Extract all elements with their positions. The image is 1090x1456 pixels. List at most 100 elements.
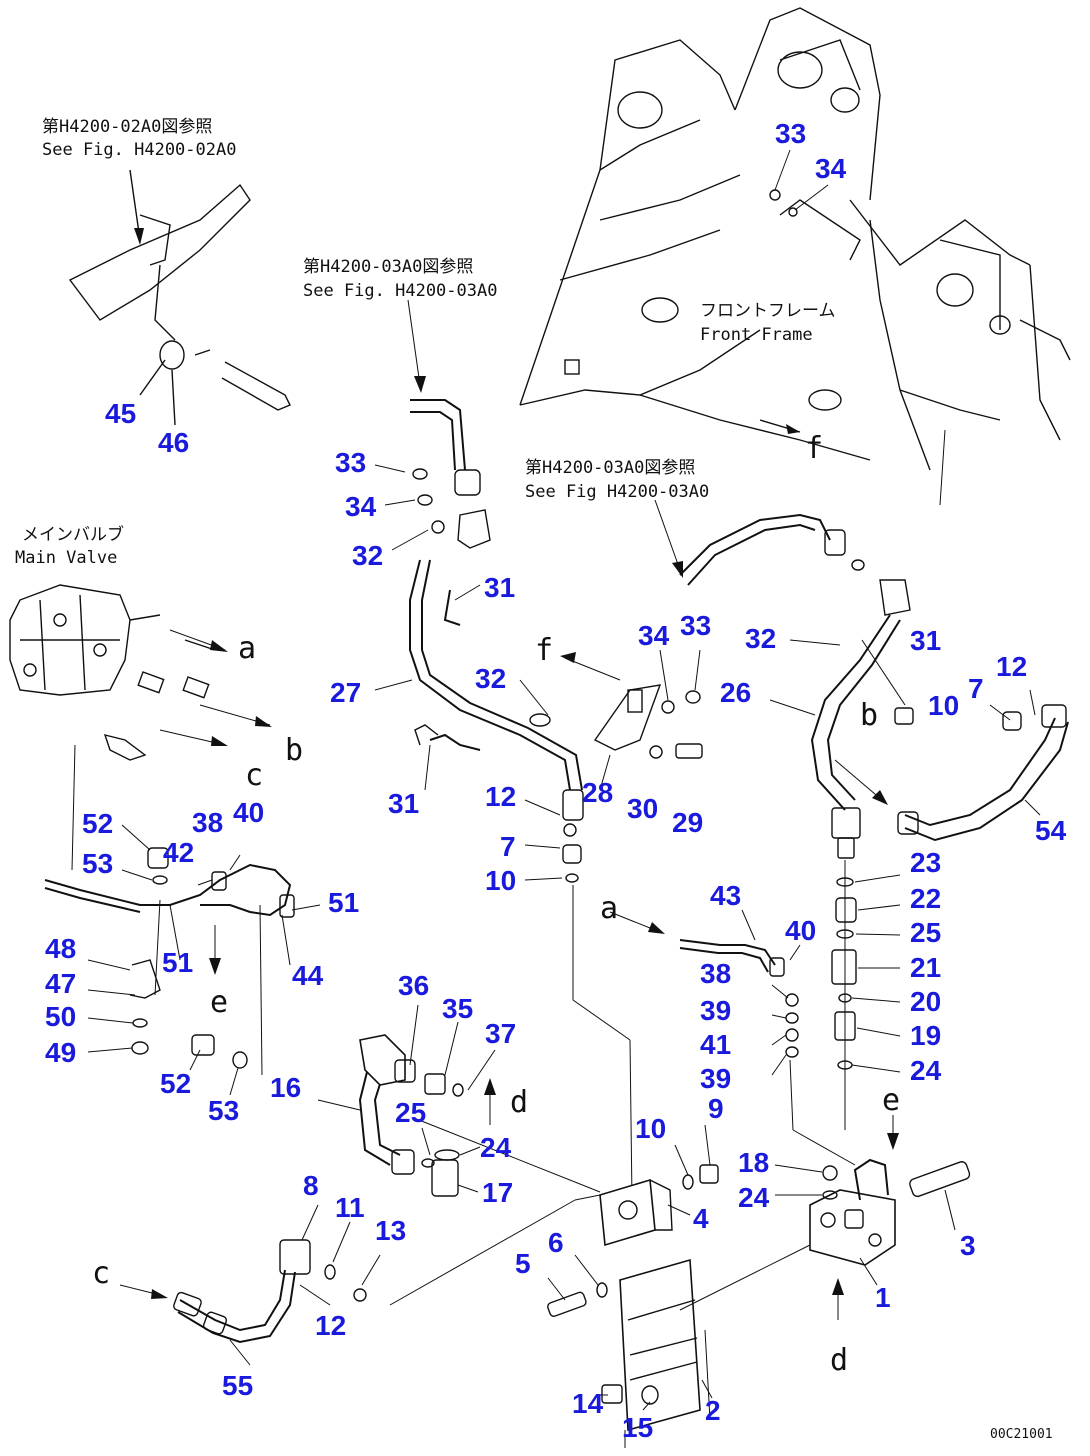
front-frame-drawing xyxy=(519,7,1071,471)
part-number: 31 xyxy=(910,625,941,656)
part-number: 12 xyxy=(996,651,1027,682)
part-number: 6 xyxy=(548,1227,564,1258)
connection-letter-f-mid: f xyxy=(535,633,553,668)
part-number: 40 xyxy=(785,915,816,946)
part-number: 39 xyxy=(700,1063,731,1094)
main-valve-drawing xyxy=(9,584,272,871)
part-number: 51 xyxy=(328,887,359,918)
part-number: 8 xyxy=(303,1170,319,1201)
part-number: 24 xyxy=(480,1132,512,1163)
part-number: 32 xyxy=(475,663,506,694)
main-valve-label-jp: メインバルブ xyxy=(22,524,124,545)
part-number: 22 xyxy=(910,883,941,914)
part-number: 25 xyxy=(910,917,941,948)
part-number: 26 xyxy=(720,677,751,708)
right-valve-assembly-drawing xyxy=(809,1115,971,1320)
part-number: 20 xyxy=(910,986,941,1017)
part-number: 39 xyxy=(700,995,731,1026)
ref-h4200-02a0-en: See Fig. H4200-02A0 xyxy=(42,140,236,160)
main-valve-label-en: Main Valve xyxy=(15,548,117,568)
hose-16-drawing xyxy=(358,1034,601,1197)
connection-letter-a-mid: a xyxy=(600,891,618,926)
reference-labels: 第H4200-02A0図参照 See Fig. H4200-02A0 第H420… xyxy=(15,117,1053,1442)
part-number: 49 xyxy=(45,1037,76,1068)
part-number: 38 xyxy=(192,807,223,838)
part-number: 24 xyxy=(738,1182,770,1213)
part-number: 12 xyxy=(315,1310,346,1341)
ref-h4200-03a0-upper-jp: 第H4200-03A0図参照 xyxy=(303,257,473,277)
part-number: 10 xyxy=(635,1113,666,1144)
drawing-code: 00C21001 xyxy=(990,1427,1053,1442)
part-number: 54 xyxy=(1035,815,1067,846)
part-number: 2 xyxy=(705,1395,721,1426)
part-number: 34 xyxy=(638,620,670,651)
part-number: 44 xyxy=(292,960,324,991)
part-number: 18 xyxy=(738,1147,769,1178)
part-number: 46 xyxy=(158,427,189,458)
part-number: 32 xyxy=(352,540,383,571)
part-number: 37 xyxy=(485,1018,516,1049)
part-number: 36 xyxy=(398,970,429,1001)
ref-h4200-03a0-upper-en: See Fig. H4200-03A0 xyxy=(303,281,497,301)
connection-letter-c-main: c xyxy=(245,758,263,793)
part-number: 19 xyxy=(910,1020,941,1051)
part-numbers: 4 5 46 33 34 33 34 32 31 27 32 31 12 2 8 7… xyxy=(45,118,1067,1443)
part-number: 33 xyxy=(335,447,366,478)
front-frame-label-jp: フロントフレーム xyxy=(700,301,836,321)
part-number: 5 xyxy=(515,1248,531,1279)
right-fitting-stack-drawing xyxy=(831,877,857,1070)
part-number: 12 xyxy=(485,781,516,812)
leader-lines xyxy=(87,149,1041,1411)
right-hose-assembly-drawing xyxy=(679,429,1069,1130)
connection-letter-d-bottom: d xyxy=(830,1343,848,1378)
part-number: 31 xyxy=(388,788,419,819)
part-number: 23 xyxy=(910,847,941,878)
part-number: 29 xyxy=(672,807,703,838)
part-number: 31 xyxy=(484,572,515,603)
part-number: 42 xyxy=(163,837,194,868)
part-number: 48 xyxy=(45,933,76,964)
connection-letter-b-right: b xyxy=(860,698,878,733)
part-number: 32 xyxy=(745,623,776,654)
bottom-block-assembly-drawing xyxy=(389,1164,811,1448)
connection-letter-f-top: f xyxy=(805,431,823,466)
part-number: 41 xyxy=(700,1029,731,1060)
part-number: 34 xyxy=(345,491,377,522)
part-number: 21 xyxy=(910,952,941,983)
connection-letter-b-main: b xyxy=(285,733,303,768)
mid-bracket-drawing xyxy=(529,652,703,759)
part-number: 7 xyxy=(968,673,984,704)
part-number: 10 xyxy=(485,865,516,896)
ref-h4200-02a0-jp: 第H4200-02A0図参照 xyxy=(42,117,212,137)
part-number: 55 xyxy=(222,1370,253,1401)
part-number: 27 xyxy=(330,677,361,708)
ref-h4200-03a0-right-en: See Fig H4200-03A0 xyxy=(525,482,709,502)
part-number: 43 xyxy=(710,880,741,911)
part-number: 52 xyxy=(160,1068,191,1099)
connection-letter-e-right: e xyxy=(882,1083,900,1118)
bracket-assembly-drawing xyxy=(68,169,291,426)
center-hose-assembly-drawing xyxy=(409,399,633,1201)
connection-letter-a-main: a xyxy=(238,631,256,666)
part-number: 15 xyxy=(622,1412,653,1443)
connection-letter-e-left: e xyxy=(210,985,228,1020)
part-number: 17 xyxy=(482,1177,513,1208)
part-number: 47 xyxy=(45,968,76,999)
part-number: 33 xyxy=(775,118,806,149)
part-number: 9 xyxy=(708,1093,724,1124)
left-pipe-assembly-drawing xyxy=(44,847,295,1076)
part-number: 52 xyxy=(82,808,113,839)
part-number: 4 xyxy=(693,1203,709,1234)
part-number: 24 xyxy=(910,1055,942,1086)
part-number: 51 xyxy=(162,947,193,978)
front-frame-label-en: Front Frame xyxy=(700,325,813,345)
part-number: 33 xyxy=(680,610,711,641)
ref-h4200-03a0-right-jp: 第H4200-03A0図参照 xyxy=(525,458,695,478)
part-number: 50 xyxy=(45,1001,76,1032)
connection-letters: a b c e a b c d d e f f xyxy=(92,431,900,1378)
hose-55-drawing xyxy=(119,1239,367,1344)
connection-letter-c-bottom: c xyxy=(92,1256,110,1291)
part-number: 53 xyxy=(208,1095,239,1126)
part-number: 40 xyxy=(233,797,264,828)
